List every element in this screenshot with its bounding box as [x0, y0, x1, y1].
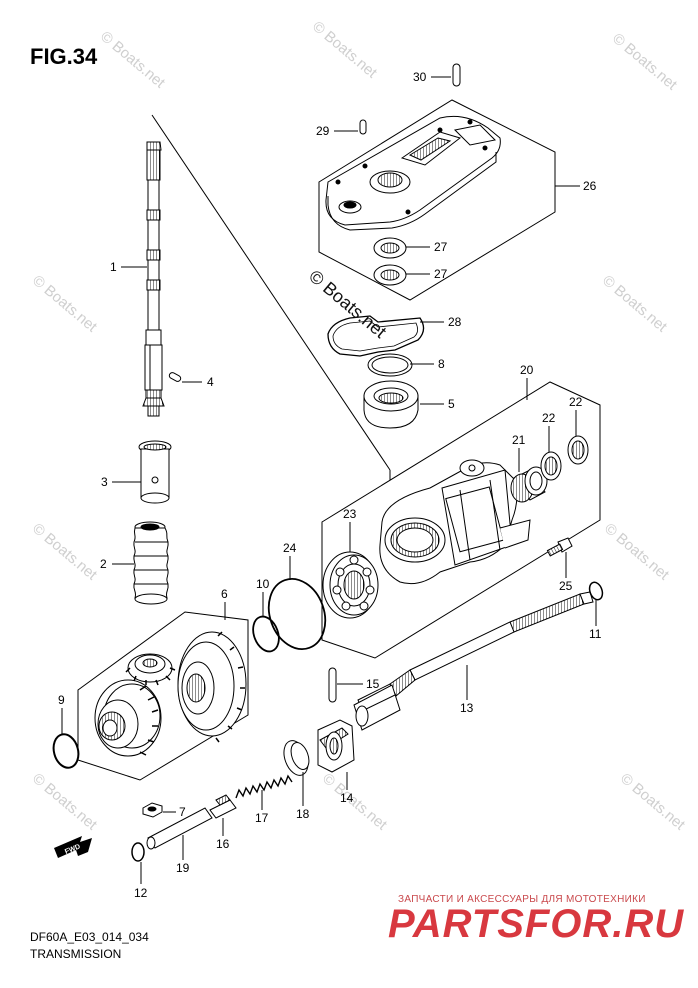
spring-17[interactable]: [235, 774, 293, 799]
propeller-shaft-13[interactable]: [353, 591, 594, 731]
pin-30[interactable]: [452, 63, 461, 87]
drive-shaft[interactable]: [142, 141, 165, 417]
o-ring-24[interactable]: [259, 571, 334, 657]
push-rod-16[interactable]: [209, 794, 237, 819]
figure-title: FIG.34: [30, 44, 98, 69]
ring-10[interactable]: [249, 613, 284, 655]
shop-subtitle: ЗАПЧАСТИ И АКСЕССУАРЫ ДЛЯ МОТОТЕХНИКИ: [398, 894, 646, 905]
forward-arrow-icon: FWD: [54, 836, 92, 858]
oil-seal-27[interactable]: [373, 237, 407, 286]
callout-15[interactable]: 15: [366, 677, 380, 691]
callout-14[interactable]: 14: [340, 791, 354, 805]
needle-bearing-21[interactable]: [510, 466, 548, 503]
callout-18[interactable]: 18: [296, 807, 310, 821]
bearing-5[interactable]: [363, 380, 419, 429]
clutch-dog-14[interactable]: [317, 719, 355, 773]
gear-case-20[interactable]: [379, 459, 531, 585]
group-box-26: [318, 99, 556, 301]
callout-2[interactable]: 2: [100, 557, 107, 571]
figure-code: DF60A_E03_014_034: [30, 930, 149, 944]
callout-16[interactable]: 16: [216, 837, 230, 851]
figure-caption: TRANSMISSION: [30, 947, 122, 961]
callout-4[interactable]: 4: [207, 375, 214, 389]
bearing-3[interactable]: [138, 440, 172, 504]
bolt-25[interactable]: [546, 537, 573, 557]
callout-6[interactable]: 6: [221, 587, 228, 601]
callout-25[interactable]: 25: [559, 579, 573, 593]
ring-8[interactable]: [367, 353, 413, 377]
callout-10[interactable]: 10: [256, 577, 270, 591]
callout-5[interactable]: 5: [448, 397, 455, 411]
callout-30[interactable]: 30: [413, 70, 427, 84]
callout-labels: 1 2 3 4 5 6 7 8 9 10 11 12 13 14 15 16 1…: [58, 70, 602, 900]
callout-7[interactable]: 7: [179, 805, 186, 819]
callout-27a[interactable]: 27: [434, 240, 448, 254]
callout-19[interactable]: 19: [176, 861, 190, 875]
callout-23[interactable]: 23: [343, 507, 357, 521]
washer-11[interactable]: [587, 580, 604, 601]
callout-13[interactable]: 13: [460, 701, 474, 715]
gasket-28[interactable]: [327, 315, 425, 357]
pin-29[interactable]: [359, 119, 367, 135]
gasket-28-inner: [332, 320, 418, 352]
gear-set-6[interactable]: [94, 631, 247, 757]
callout-26[interactable]: 26: [583, 179, 597, 193]
spring-18[interactable]: [280, 737, 313, 778]
group-box-20: [321, 381, 601, 659]
bracket-line: [151, 114, 391, 471]
washer-12[interactable]: [131, 842, 145, 862]
nut-7[interactable]: [142, 802, 163, 818]
callout-24[interactable]: 24: [283, 541, 297, 555]
callout-12[interactable]: 12: [134, 886, 148, 900]
pin-15[interactable]: [328, 667, 337, 703]
oil-seal-22[interactable]: [540, 435, 589, 481]
callout-8[interactable]: 8: [438, 357, 445, 371]
callout-20[interactable]: 20: [520, 363, 534, 377]
callout-3[interactable]: 3: [101, 475, 108, 489]
callout-9[interactable]: 9: [58, 693, 65, 707]
leader-lines: [61, 76, 597, 884]
callout-29[interactable]: 29: [316, 124, 330, 138]
pin-4[interactable]: [168, 372, 182, 383]
callout-28[interactable]: 28: [448, 315, 462, 329]
callout-11[interactable]: 11: [589, 627, 602, 641]
bellows-2[interactable]: [133, 521, 169, 605]
callout-22b[interactable]: 22: [569, 395, 583, 409]
washer-9[interactable]: [50, 731, 82, 770]
callout-27b[interactable]: 27: [434, 267, 448, 281]
ball-bearing-23[interactable]: [322, 551, 379, 619]
callout-1[interactable]: 1: [110, 260, 117, 274]
plate-26[interactable]: [325, 115, 501, 231]
callout-21[interactable]: 21: [512, 433, 526, 447]
callout-22a[interactable]: 22: [542, 411, 556, 425]
shift-rod-19[interactable]: [146, 807, 213, 850]
shop-logo[interactable]: PARTSFOR.RU: [388, 902, 685, 946]
callout-17[interactable]: 17: [255, 811, 269, 825]
